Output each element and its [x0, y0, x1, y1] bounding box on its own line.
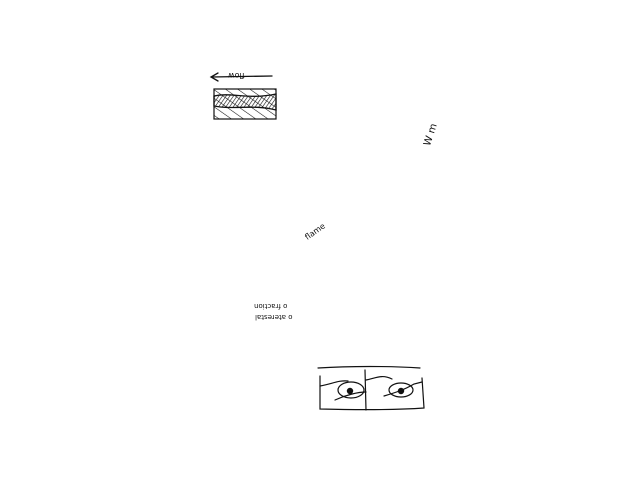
hatched-channel: [214, 89, 276, 119]
rotated-note-line-1: o fraction: [254, 302, 287, 309]
cell-diagram: [318, 367, 424, 411]
rotated-note-line-2: o aterestal: [255, 313, 293, 320]
flow-label: flow: [228, 71, 244, 79]
